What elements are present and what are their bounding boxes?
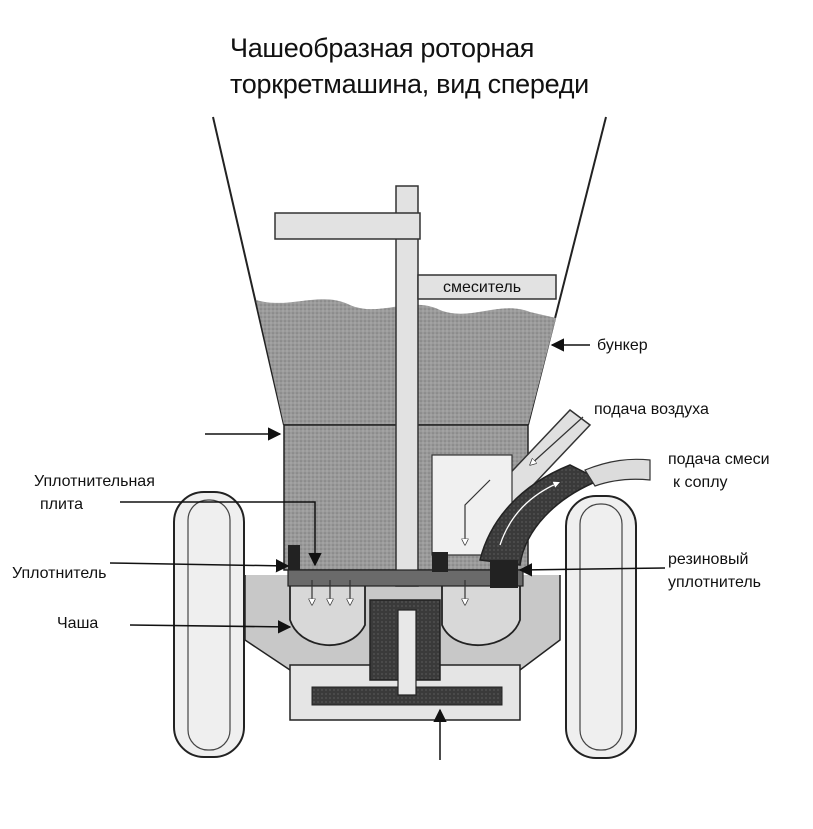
label-bowl: Чаша — [57, 615, 99, 632]
label-hopper: бункер — [597, 337, 648, 354]
flow-arrows — [312, 580, 465, 605]
label-mix-supply-line2: к соплу — [673, 474, 728, 491]
diagram-title-line1: Чашеобразная роторная — [230, 33, 535, 63]
wheel-right — [565, 495, 637, 759]
diagram-title-line2: торкретмашина, вид спереди — [230, 69, 589, 99]
leader-rubber-seal — [518, 563, 666, 577]
seal-plate — [287, 545, 524, 588]
label-mixer: смеситель — [443, 279, 522, 296]
leader-bowl — [129, 620, 292, 634]
leader-lines — [109, 338, 666, 760]
label-air-supply: подача воздуха — [594, 401, 709, 418]
air-supply-duct — [431, 408, 592, 556]
label-seal: Уплотнитель — [12, 565, 107, 582]
mixer-arm-upper — [274, 212, 421, 240]
bowl-right — [441, 579, 521, 647]
leader-seal-plate — [120, 501, 322, 567]
wheel-left — [173, 491, 245, 758]
diagram-title: Чашеобразная роторная торкретмашина, вид… — [230, 30, 589, 102]
bowl-left — [289, 579, 366, 647]
mixer-arm-lower — [417, 274, 557, 300]
label-seal-plate-line1: Уплотнительная — [34, 473, 155, 490]
label-rubber-seal-line1: резиновый — [668, 551, 749, 568]
label-rubber-seal-line2: уплотнитель — [668, 574, 762, 591]
label-seal-plate-line2: плита — [40, 496, 83, 513]
rubber-seal-block — [490, 560, 518, 588]
discharge-hose — [479, 458, 651, 566]
label-mix-supply-line1: подача смеси — [668, 451, 770, 468]
rotor-bowls — [289, 579, 521, 696]
leader-seal — [109, 559, 290, 573]
